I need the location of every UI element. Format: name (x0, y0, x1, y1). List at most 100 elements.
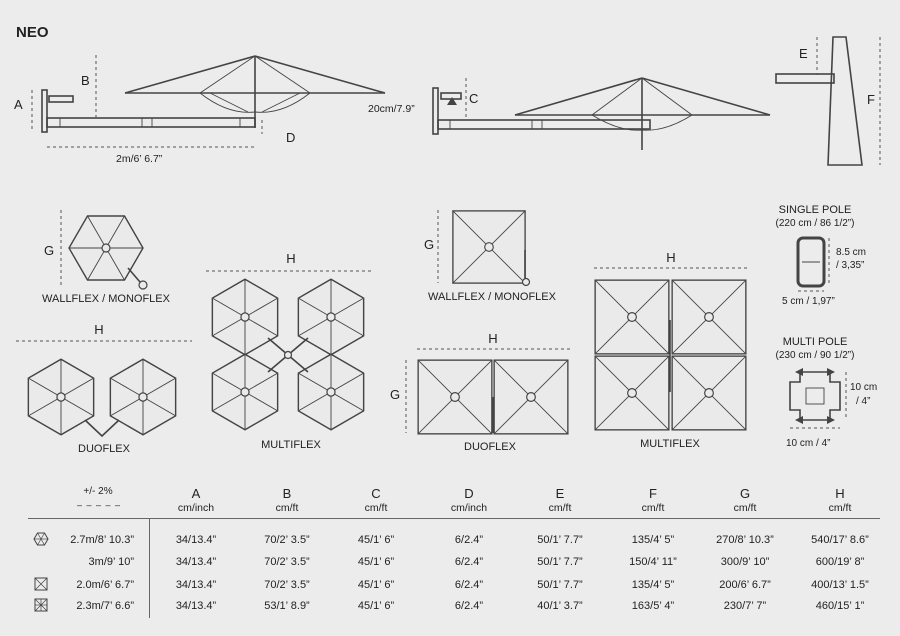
table-cell-g: 270/8’ 10.3” (716, 534, 774, 546)
column-header-a: A (191, 486, 201, 501)
table-cell-c: 45/1’ 6” (357, 556, 395, 568)
side-view-pole: E F (775, 36, 881, 166)
column-unit-f: cm/ft (641, 502, 665, 514)
square-duoflex-view: H G DUOFLEX (390, 331, 570, 453)
column-unit-d: cm/inch (450, 502, 488, 514)
single-pole-height: 8.5 cm (836, 247, 866, 258)
dim-label-h: H (488, 331, 497, 346)
table-divider (149, 518, 150, 618)
table-cell-g: 300/9’ 10” (720, 556, 770, 568)
table-cell-e: 50/1’ 7.7” (537, 534, 583, 546)
dim-label-h: H (94, 322, 103, 337)
hex-multiflex-view: H MULTIFLEX (206, 251, 374, 451)
column-header-h: H (835, 486, 845, 501)
table-cell-c: 45/1’ 6” (357, 579, 395, 591)
multi-pole-height: 10 cm (850, 382, 877, 393)
dim-label-g: G (44, 243, 54, 258)
dim-label-d: D (286, 130, 295, 145)
square-cross-icon (33, 597, 49, 613)
dim-label-e: E (799, 46, 808, 61)
row-size: 2.7m/8’ 10.3” (70, 534, 134, 546)
hexagon-icon (33, 531, 49, 547)
table-cell-b: 70/2’ 3.5” (264, 556, 310, 568)
page-title: NEO (16, 24, 49, 41)
row-size: 3m/9’ 10” (88, 556, 134, 568)
table-cell-e: 40/1’ 3.7” (537, 600, 583, 612)
column-header-e: E (555, 486, 565, 501)
table-cell-f: 135/4’ 5” (631, 579, 675, 591)
duoflex-label: DUOFLEX (464, 441, 517, 453)
column-unit-g: cm/ft (733, 502, 757, 514)
column-header-g: G (739, 486, 751, 501)
table-cell-h: 460/15’ 1” (815, 600, 865, 612)
multi-pole-height-inch: / 4” (856, 396, 870, 407)
dim-label-h: H (286, 251, 295, 266)
table-cell-h: 400/13’ 1.5” (811, 579, 869, 591)
dim-label-f: F (867, 92, 875, 107)
row-size: 2.3m/7’ 6.6” (76, 600, 134, 612)
hex-wallflex-view: G WALLFLEX / MONOFLEX (42, 210, 171, 305)
table-cell-f: 150/4’ 11” (629, 556, 677, 568)
table-cell-d: 6/2.4” (454, 579, 484, 591)
table-rule (28, 518, 880, 519)
side-view-square: C 20cm/7.9” (368, 77, 771, 150)
multiflex-label: MULTIFLEX (640, 438, 700, 450)
technical-diagram: NEO A B D 2m/6’ 6.7” (14, 24, 881, 455)
column-header-b: B (282, 486, 292, 501)
multi-pole-title: MULTI POLE (783, 336, 848, 348)
column-unit-h: cm/ft (828, 502, 852, 514)
multiflex-label: MULTIFLEX (261, 439, 321, 451)
hex-duoflex-view: H DUOFLEX (16, 322, 192, 455)
column-unit-e: cm/ft (548, 502, 572, 514)
single-pole-profile: SINGLE POLE (220 cm / 86 1/2”) 8.5 cm / … (776, 204, 866, 307)
column-unit-c: cm/ft (364, 502, 388, 514)
table-cell-b: 53/1’ 8.9” (264, 600, 310, 612)
table-cell-b: 70/2’ 3.5” (264, 534, 310, 546)
square-wallflex-view: G WALLFLEX / MONOFLEX (424, 210, 557, 303)
table-cell-c: 45/1’ 6” (357, 534, 395, 546)
table-cell-a: 34/13.4” (175, 579, 217, 591)
table-cell-f: 135/4’ 5” (631, 534, 675, 546)
table-cell-e: 50/1’ 7.7” (537, 579, 583, 591)
arm-length-label: 2m/6’ 6.7” (116, 153, 163, 165)
column-header-d: D (464, 486, 474, 501)
square-icon (33, 576, 49, 592)
column-unit-b: cm/ft (275, 502, 299, 514)
dim-label-h: H (666, 250, 675, 265)
table-cell-h: 540/17’ 8.6” (811, 534, 869, 546)
table-cell-c: 45/1’ 6” (357, 600, 395, 612)
table-cell-e: 50/1’ 7.7” (537, 556, 583, 568)
table-cell-a: 34/13.4” (175, 556, 217, 568)
table-cell-a: 34/13.4” (175, 534, 217, 546)
table-cell-d: 6/2.4” (454, 556, 484, 568)
dim-label-b: B (81, 73, 90, 88)
tolerance-underline: – – – – – (77, 500, 122, 510)
column-header-f: F (649, 486, 657, 501)
single-pole-title: SINGLE POLE (779, 204, 852, 216)
dim-label-g: G (424, 237, 434, 252)
table-cell-f: 163/5’ 4” (631, 600, 675, 612)
table-cell-d: 6/2.4” (454, 600, 484, 612)
side-view-hexagonal: A B D 2m/6’ 6.7” (14, 55, 386, 165)
wallflex-label: WALLFLEX / MONOFLEX (428, 291, 557, 303)
offset-label: 20cm/7.9” (368, 103, 415, 115)
duoflex-label: DUOFLEX (78, 443, 131, 455)
dim-label-c: C (469, 91, 478, 106)
dim-label-a: A (14, 97, 23, 112)
table-cell-b: 70/2’ 3.5” (264, 579, 310, 591)
table-cell-g: 200/6’ 6.7” (719, 579, 771, 591)
single-pole-length: (220 cm / 86 1/2”) (776, 218, 855, 229)
square-multiflex-view: H MULTIFLEX (594, 250, 748, 450)
table-cell-h: 600/19’ 8” (815, 556, 865, 568)
single-pole-height-inch: / 3,35” (836, 260, 864, 271)
single-pole-width: 5 cm / 1,97” (782, 296, 835, 307)
tolerance-label: +/- 2% (83, 486, 113, 497)
table-cell-a: 34/13.4” (175, 600, 217, 612)
multi-pole-length: (230 cm / 90 1/2”) (776, 350, 855, 361)
row-size: 2.0m/6’ 6.7” (76, 579, 134, 591)
multi-pole-width: 10 cm / 4” (786, 438, 830, 449)
table-cell-d: 6/2.4” (454, 534, 484, 546)
multi-pole-profile: MULTI POLE (230 cm / 90 1/2”) 10 cm / 4”… (776, 336, 878, 449)
column-unit-a: cm/inch (177, 502, 215, 514)
